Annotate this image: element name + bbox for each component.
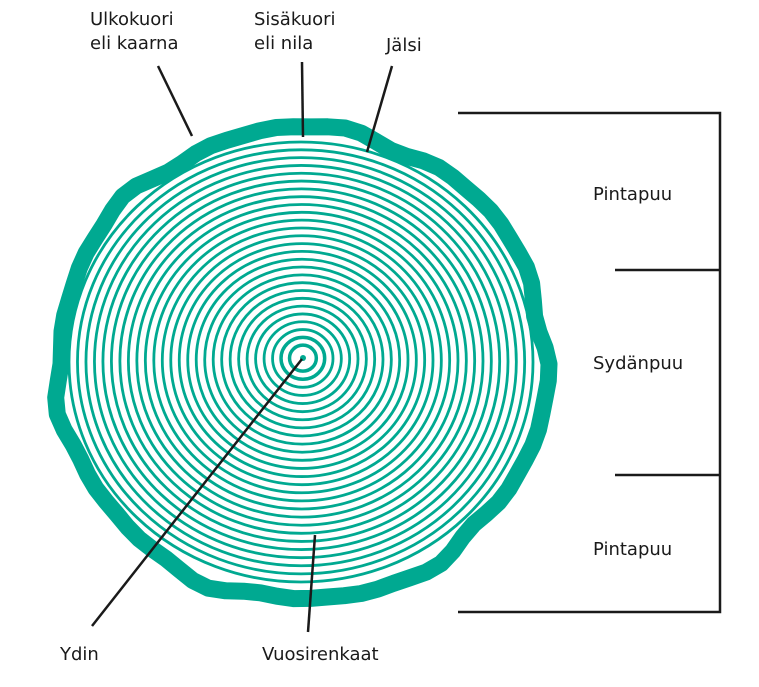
annual-ring (126, 195, 477, 527)
leader-pith (91, 358, 303, 627)
label-outer-bark-line2: eli kaarna (90, 33, 179, 54)
annual-ring (135, 203, 468, 519)
annual-ring (76, 148, 527, 576)
leader-annual-rings (306, 534, 317, 633)
annual-ring (245, 304, 360, 414)
annual-ring (177, 242, 427, 478)
annual-ring (169, 234, 435, 487)
outer-bark (47, 118, 558, 608)
leader-inner-bark (300, 61, 305, 138)
annual-ring (152, 218, 452, 503)
annual-ring (110, 179, 493, 543)
annual-ring (228, 289, 377, 430)
leader-cambium (365, 65, 394, 153)
label-heartwood: Sydänpuu (593, 353, 684, 374)
label-annual-rings: Vuosirenkaat (262, 644, 379, 665)
label-sapwood-bottom: Pintapuu (593, 539, 673, 560)
label-inner-bark: Sisäkuori eli nila (254, 8, 336, 56)
annual-ring (93, 164, 510, 560)
annual-ring (211, 273, 393, 446)
annual-ring (287, 343, 319, 373)
annual-ring (203, 265, 402, 454)
label-inner-bark-line2: eli nila (254, 33, 314, 54)
annual-rings (67, 140, 535, 584)
annual-ring (279, 335, 327, 381)
label-outer-bark: Ulkokuori eli kaarna (90, 8, 179, 56)
leader-lines (91, 61, 394, 633)
annual-ring (118, 187, 485, 535)
annual-ring (194, 257, 410, 462)
annual-ring (220, 281, 385, 438)
bracket-outline (458, 111, 722, 614)
annual-ring (262, 320, 343, 397)
annual-ring (143, 210, 460, 511)
label-inner-bark-line1: Sisäkuori (254, 9, 336, 30)
zone-bracket (458, 111, 722, 614)
annual-ring (237, 296, 368, 422)
label-cambium: Jälsi (386, 35, 422, 56)
label-sapwood-top: Pintapuu (593, 184, 673, 205)
label-pith: Ydin (60, 644, 99, 665)
annual-ring (254, 312, 352, 405)
annual-ring (186, 250, 418, 470)
label-outer-bark-line1: Ulkokuori (90, 9, 174, 30)
annual-ring (271, 328, 335, 389)
annual-ring (160, 226, 443, 495)
leader-outer-bark (156, 65, 194, 137)
annual-ring (101, 171, 502, 551)
annual-ring (84, 156, 518, 568)
